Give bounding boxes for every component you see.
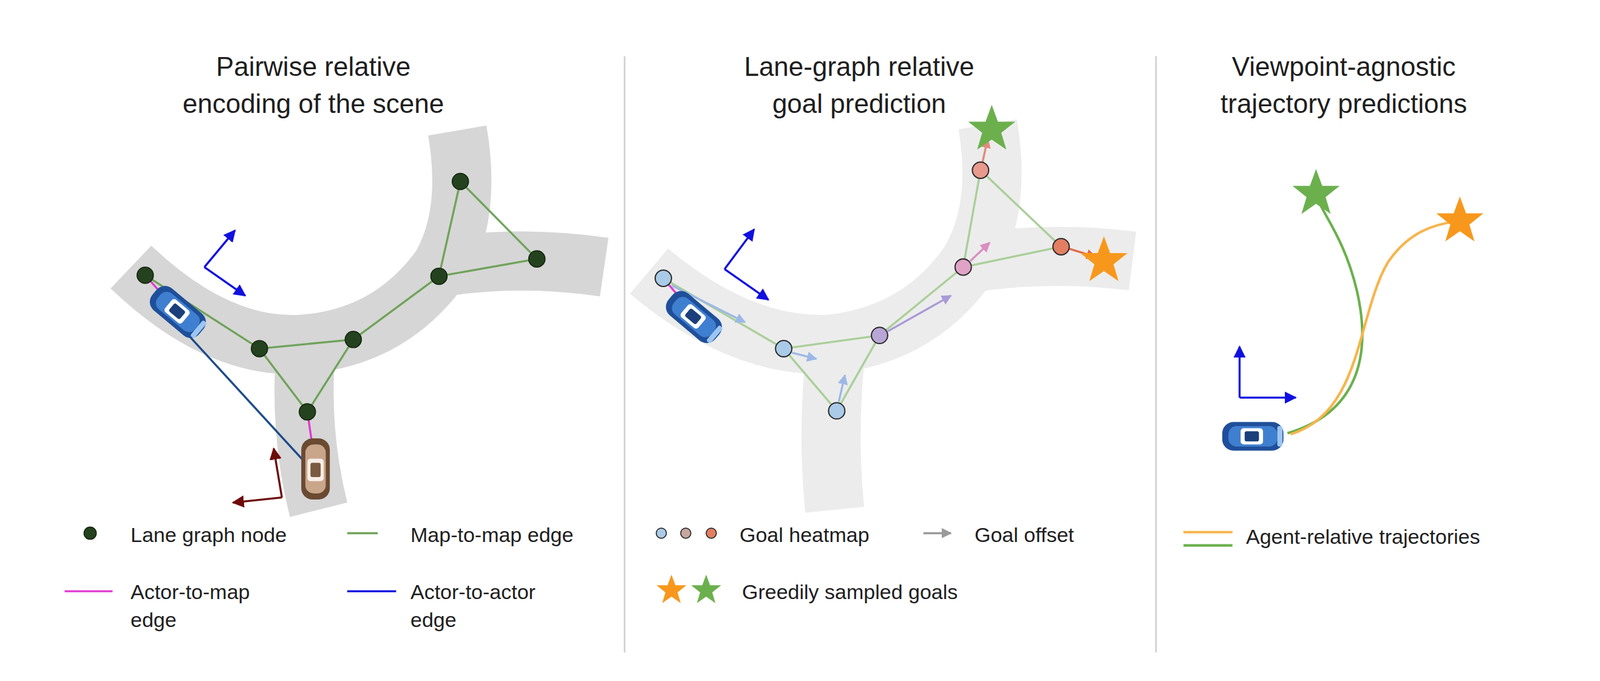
legend-text: Actor-to-map edge (130, 578, 283, 634)
panel-title: Pairwise relative encoding of the scene (161, 47, 466, 123)
panel-title: Lane-graph relative goal prediction (716, 47, 1002, 123)
legend-text: Actor-to-actor edge (410, 578, 575, 634)
legend-text: Lane graph node (130, 520, 287, 549)
legend-text: Goal heatmap (739, 520, 870, 549)
legend-text: Greedily sampled goals (742, 578, 958, 606)
legend-text: Goal offset (974, 520, 1075, 549)
panel-title: Viewpoint-agnostic trajectory prediction… (1191, 47, 1496, 123)
legend-text: Map-to-map edge (410, 520, 574, 549)
legend-text: Agent-relative trajectories (1245, 522, 1481, 551)
